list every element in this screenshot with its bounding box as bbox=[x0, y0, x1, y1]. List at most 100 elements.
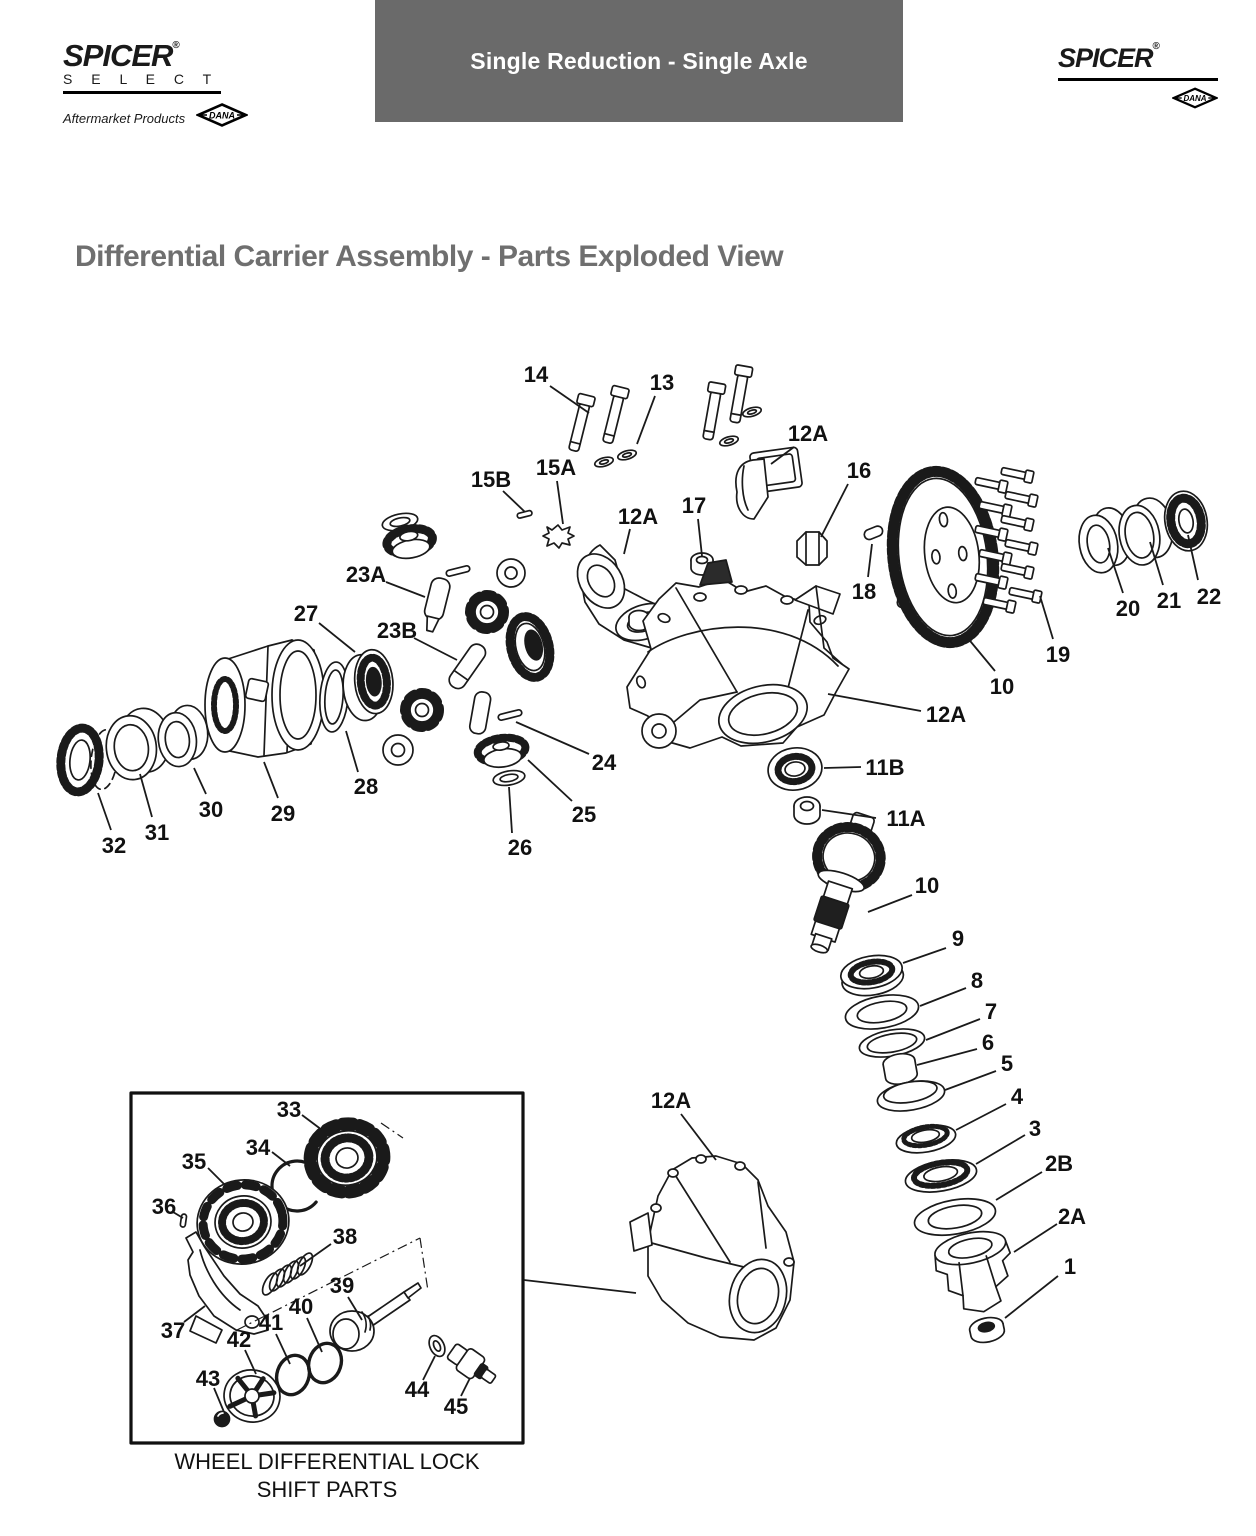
leader-line-12A bbox=[623, 528, 631, 555]
leader-line-12A bbox=[680, 1113, 717, 1161]
leader-line-39 bbox=[347, 1296, 363, 1321]
leader-line-37 bbox=[183, 1305, 206, 1323]
part-label-2A: 2A bbox=[1058, 1204, 1086, 1229]
leader-line-43 bbox=[213, 1387, 225, 1413]
tagline-text: Aftermarket Products bbox=[63, 111, 186, 126]
part-label-12A: 12A bbox=[788, 421, 828, 446]
brand-text: SPICER bbox=[1058, 43, 1154, 73]
side-gear-dark-drawing bbox=[505, 612, 555, 682]
part-label-40: 40 bbox=[289, 1294, 313, 1319]
ring-30-drawing bbox=[157, 704, 209, 768]
yoke-2a-drawing bbox=[934, 1230, 1012, 1313]
washer-26-drawing bbox=[492, 769, 526, 787]
connector-line bbox=[523, 1279, 637, 1294]
part-label-30: 30 bbox=[199, 797, 223, 822]
leader-line-41 bbox=[275, 1333, 291, 1365]
part-label-39: 39 bbox=[330, 1273, 354, 1298]
leader-line-17 bbox=[697, 518, 703, 557]
part-label-16: 16 bbox=[847, 458, 871, 483]
washer-44-drawing bbox=[428, 1334, 446, 1358]
leader-line-45 bbox=[460, 1377, 471, 1397]
lock-collar-33-drawing bbox=[303, 1117, 391, 1199]
spring-38-drawing bbox=[261, 1252, 314, 1296]
leader-line-4 bbox=[955, 1103, 1007, 1131]
inset-box bbox=[129, 1091, 525, 1445]
part-label-28: 28 bbox=[354, 774, 378, 799]
leader-line-7 bbox=[925, 1018, 981, 1041]
center-lines bbox=[236, 1122, 429, 1331]
spicer-brand: SPICER® bbox=[1058, 42, 1220, 72]
lock-tab-drawing bbox=[542, 524, 575, 549]
leader-line-5 bbox=[944, 1070, 997, 1091]
part-label-1: 1 bbox=[1064, 1254, 1076, 1279]
part-label-8: 8 bbox=[971, 968, 983, 993]
part-label-15A: 15A bbox=[536, 455, 576, 480]
inset-caption: WHEEL DIFFERENTIAL LOCK SHIFT PARTS bbox=[131, 1448, 523, 1503]
leader-line-33 bbox=[301, 1114, 323, 1131]
leader-line-12A bbox=[770, 446, 795, 465]
part-label-13: 13 bbox=[650, 370, 674, 395]
pin-drawing bbox=[445, 564, 471, 578]
switch-45-drawing bbox=[446, 1343, 497, 1384]
leader-line-42 bbox=[244, 1349, 257, 1375]
part-label-12A: 12A bbox=[926, 702, 966, 727]
part-label-23B: 23B bbox=[377, 618, 417, 643]
part-label-15B: 15B bbox=[471, 467, 511, 492]
bearing-27-drawing bbox=[342, 648, 394, 722]
brand-text: SPICER bbox=[63, 38, 173, 73]
page-title: Differential Carrier Assembly - Parts Ex… bbox=[75, 240, 784, 273]
spicer-select-logo: SPICER® S E L E C T Aftermarket Products… bbox=[63, 40, 263, 132]
registered-mark: ® bbox=[1152, 41, 1160, 52]
diff-case-drawing bbox=[204, 639, 325, 758]
leader-line-3 bbox=[975, 1134, 1026, 1165]
cover-42-drawing bbox=[223, 1369, 281, 1423]
part-label-11A: 11A bbox=[886, 806, 925, 831]
ring-gear-drawing bbox=[886, 465, 1000, 649]
leader-line-35 bbox=[207, 1167, 225, 1185]
leader-line-13 bbox=[636, 395, 656, 445]
leader-line-27 bbox=[318, 622, 356, 653]
center-line bbox=[236, 1237, 421, 1331]
part-label-32: 32 bbox=[102, 833, 126, 858]
registered-mark: ® bbox=[172, 40, 179, 51]
spider-gear-drawing bbox=[400, 688, 444, 732]
center-line bbox=[380, 1122, 404, 1139]
part-label-6: 6 bbox=[982, 1030, 994, 1055]
leader-line-14 bbox=[549, 385, 590, 414]
leader-line-19 bbox=[1039, 595, 1054, 640]
leader-line-1 bbox=[1004, 1275, 1059, 1319]
leader-line-9 bbox=[902, 947, 947, 964]
leader-line-22 bbox=[1187, 534, 1199, 581]
part-label-21: 21 bbox=[1157, 588, 1181, 613]
leader-line-28 bbox=[345, 730, 359, 773]
bushing-11a-drawing bbox=[793, 796, 821, 825]
leader-line-11B bbox=[823, 766, 862, 769]
part-label-12A: 12A bbox=[651, 1088, 691, 1113]
washer-8-drawing bbox=[844, 994, 920, 1030]
shift-fork-37-drawing bbox=[185, 1231, 269, 1344]
logo-rule bbox=[1058, 78, 1218, 81]
leader-line-10 bbox=[867, 894, 913, 913]
leader-line-16 bbox=[820, 483, 849, 538]
bearing-4-drawing bbox=[895, 1123, 957, 1154]
dana-diamond-icon: DANA bbox=[1170, 87, 1220, 114]
leader-line-12A bbox=[827, 693, 922, 712]
bearing-3-drawing bbox=[904, 1159, 978, 1193]
leader-line-20 bbox=[1107, 547, 1124, 594]
part-label-25: 25 bbox=[572, 802, 596, 827]
part-label-38: 38 bbox=[333, 1224, 357, 1249]
part-label-24: 24 bbox=[592, 750, 617, 775]
plug-drawing bbox=[796, 531, 828, 566]
part-label-7: 7 bbox=[985, 999, 997, 1024]
washer-drawing bbox=[382, 734, 414, 766]
part-label-18: 18 bbox=[852, 579, 876, 604]
washer-drawing bbox=[496, 558, 526, 588]
part-label-23A: 23A bbox=[346, 562, 386, 587]
spacer-ring-drawing bbox=[1118, 497, 1174, 566]
leader-line-30 bbox=[193, 767, 207, 795]
part-label-3: 3 bbox=[1029, 1116, 1041, 1141]
part-label-42: 42 bbox=[227, 1327, 251, 1352]
nut-43-drawing bbox=[213, 1410, 231, 1428]
